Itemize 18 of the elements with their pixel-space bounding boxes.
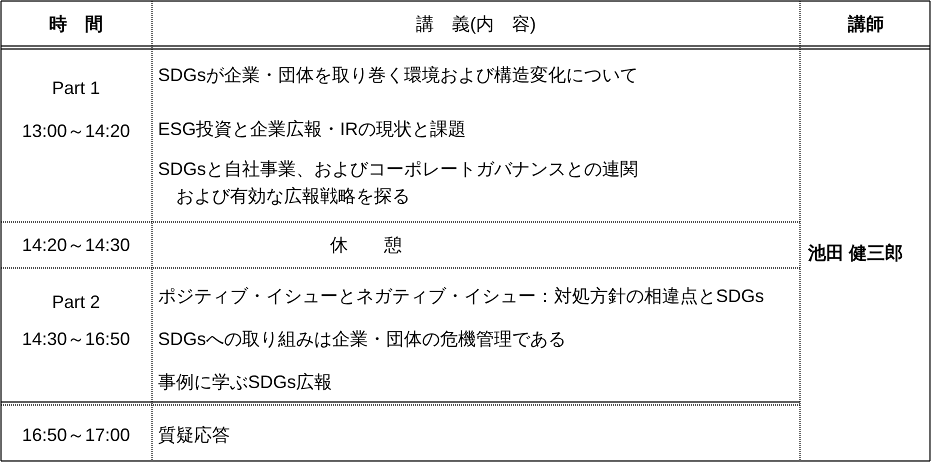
topic-text: ポジティブ・イシューとネガティブ・イシュー：対処方針の相違点とSDGs: [158, 285, 764, 307]
time-range: 16:50～17:00: [22, 424, 130, 446]
topic-text: ESG投資と企業広報・IRの現状と課題: [158, 118, 466, 140]
topic-text: SDGsと自社事業、およびコーポレートガバナンスとの連関および有効な広報戦略を探る: [158, 158, 640, 208]
topic-text: SDGsへの取り組みは企業・団体の危機管理である: [158, 328, 566, 350]
time-range: 14:30～16:50: [22, 328, 130, 350]
header-text: 時 間: [49, 13, 103, 35]
topic-text: SDGsが企業・団体を取り巻く環境および構造変化について: [158, 64, 638, 86]
session-label: Part 1: [52, 77, 100, 99]
session-label: Part 2: [52, 291, 100, 313]
instructor-name: 池田 健三郎: [808, 242, 904, 264]
header-text: 講 義(内 容): [416, 13, 536, 35]
time-range: 14:20～14:30: [22, 234, 130, 256]
topic-text: 質疑応答: [158, 424, 230, 446]
header-text: 講師: [848, 13, 884, 35]
break-text: 休 憩: [330, 234, 402, 256]
topic-text: 事例に学ぶSDGs広報: [158, 371, 332, 393]
time-range: 13:00～14:20: [22, 120, 130, 142]
